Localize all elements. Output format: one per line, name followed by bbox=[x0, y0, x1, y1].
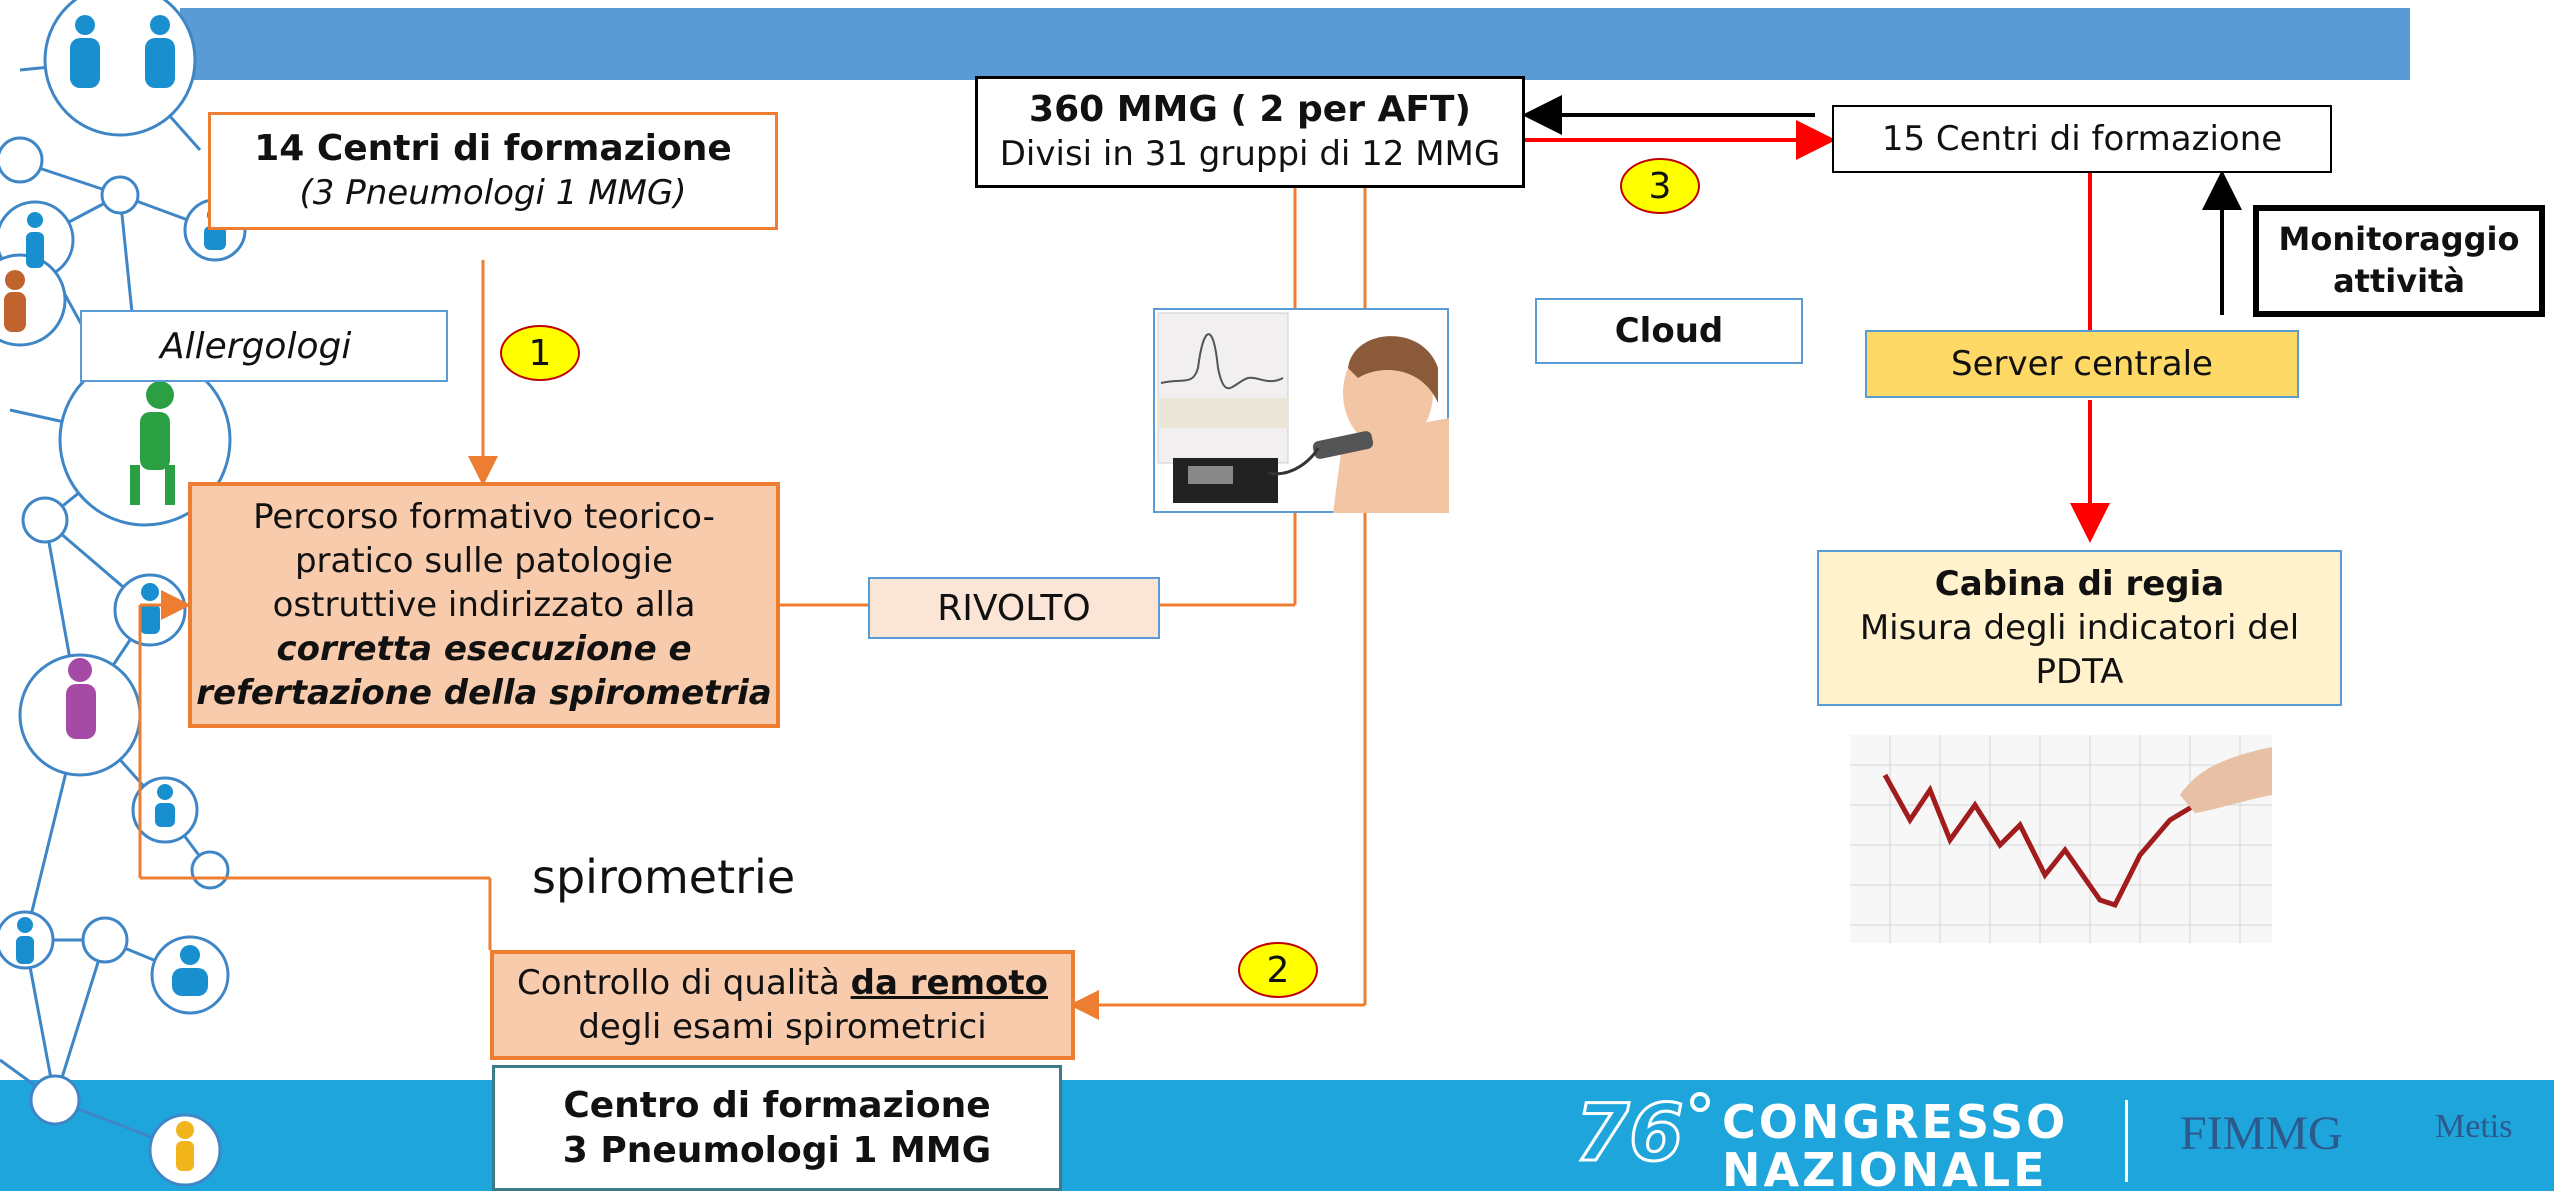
step-3-badge: 3 bbox=[1620, 158, 1700, 214]
congress-number: 76 bbox=[1574, 1089, 1686, 1179]
server-centrale-label: Server centrale bbox=[1951, 343, 2213, 384]
mmg-360-title: 360 MMG ( 2 per AFT) bbox=[1029, 89, 1471, 131]
centri-15-box: 15 Centri di formazione bbox=[1832, 105, 2332, 173]
congress-title: CONGRESSO NAZIONALE bbox=[1722, 1098, 2068, 1195]
fimmg-logo: FIMMG bbox=[2180, 1107, 2343, 1160]
centri-15-label: 15 Centri di formazione bbox=[1881, 118, 2283, 159]
percorso-line3: ostruttive indirizzato alla bbox=[272, 584, 696, 625]
degree-icon bbox=[1690, 1092, 1710, 1112]
rivolto-box: RIVOLTO bbox=[868, 577, 1160, 639]
cabina-di-regia-box: Cabina di regia Misura degli indicatori … bbox=[1817, 550, 2342, 706]
monitoraggio-line2: attività bbox=[2333, 262, 2465, 300]
controllo-line2: degli esami spirometrici bbox=[578, 1007, 987, 1047]
spirometry-illustration bbox=[1153, 308, 1449, 513]
spirometrie-label: spirometrie bbox=[532, 850, 796, 904]
congress-word2: NAZIONALE bbox=[1722, 1143, 2048, 1197]
trend-chart-image bbox=[1850, 735, 2272, 943]
percorso-line5: refertazione della spirometria bbox=[196, 673, 772, 714]
cloud-label: Cloud bbox=[1614, 310, 1724, 351]
cabina-title: Cabina di regia bbox=[1934, 563, 2225, 604]
mmg-360-box: 360 MMG ( 2 per AFT) Divisi in 31 gruppi… bbox=[975, 76, 1525, 188]
centri-14-subtitle: (3 Pneumologi 1 MMG) bbox=[299, 173, 687, 214]
congress-word1: CONGRESSO bbox=[1722, 1095, 2069, 1149]
mmg-360-subtitle: Divisi in 31 gruppi di 12 MMG bbox=[999, 134, 1501, 175]
centri-14-title: 14 Centri di formazione bbox=[254, 128, 732, 170]
controllo-qualita-box: Controllo di qualità da remoto degli esa… bbox=[490, 950, 1075, 1060]
monitoraggio-box: Monitoraggio attività bbox=[2253, 205, 2545, 317]
step-1-badge: 1 bbox=[500, 325, 580, 381]
centri-14-box: 14 Centri di formazione (3 Pneumologi 1 … bbox=[208, 112, 778, 230]
percorso-line1: Percorso formativo teorico- bbox=[253, 496, 715, 537]
title-band bbox=[180, 8, 2410, 80]
percorso-line4: corretta esecuzione e bbox=[276, 629, 692, 670]
cabina-line2: PDTA bbox=[2035, 652, 2124, 693]
allergologi-box: Allergologi bbox=[80, 310, 448, 382]
allergologi-label: Allergologi bbox=[160, 325, 352, 367]
percorso-line2: pratico sulle patologie bbox=[294, 540, 674, 581]
step-2-badge: 2 bbox=[1238, 942, 1318, 998]
footer-band bbox=[0, 1080, 2554, 1191]
cabina-line1: Misura degli indicatori del bbox=[1859, 607, 2300, 648]
footer-divider bbox=[2125, 1100, 2128, 1182]
centro-formazione-box: Centro di formazione 3 Pneumologi 1 MMG bbox=[492, 1065, 1062, 1191]
centro-line2: 3 Pneumologi 1 MMG bbox=[562, 1130, 992, 1171]
metis-logo: Metis bbox=[2435, 1108, 2513, 1145]
percorso-formativo-box: Percorso formativo teorico- pratico sull… bbox=[188, 482, 780, 728]
server-centrale-box: Server centrale bbox=[1865, 330, 2299, 398]
centro-line1: Centro di formazione bbox=[563, 1085, 991, 1126]
cloud-box: Cloud bbox=[1535, 298, 1803, 364]
controllo-emph: da remoto bbox=[850, 962, 1048, 1003]
controllo-line1: Controllo di qualità da remoto bbox=[517, 962, 1048, 1003]
monitoraggio-line1: Monitoraggio bbox=[2278, 220, 2520, 259]
rivolto-label: RIVOLTO bbox=[937, 587, 1091, 629]
